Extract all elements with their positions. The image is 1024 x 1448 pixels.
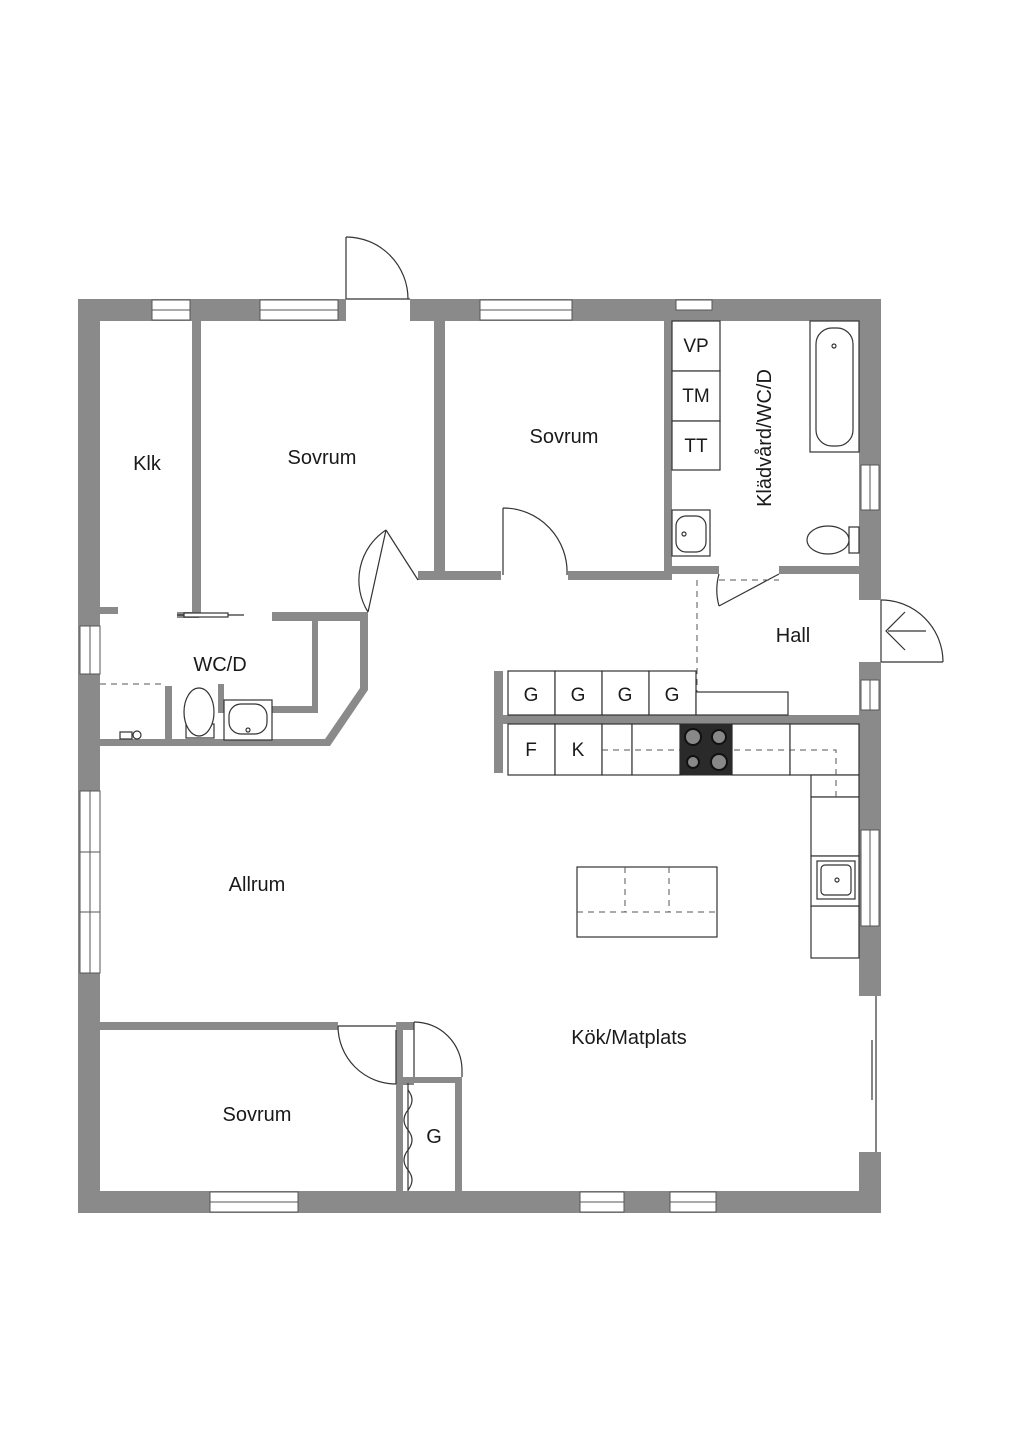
closet-rod <box>403 1083 414 1191</box>
laundry-appliances <box>671 320 721 471</box>
stove-icon <box>679 723 733 776</box>
door-kladvard <box>716 573 780 607</box>
sliding-door-kitchen-right <box>871 996 877 1152</box>
sink-icon <box>671 509 711 557</box>
door-entrance <box>880 599 944 663</box>
kitchen-island <box>576 866 718 938</box>
window-top-kladvard <box>675 299 713 311</box>
window-top-klk <box>151 299 191 321</box>
room-label-kok-matplats: Kök/Matplats <box>571 1027 687 1049</box>
door-top-exterior <box>345 236 410 300</box>
room-label-wc-d: WC/D <box>193 654 246 676</box>
label-vp: VP <box>683 336 708 357</box>
kitchen-upper-cabinets <box>507 670 789 716</box>
room-labels: Klk Sovrum Sovrum Klädvård/WC/D WC/D Hal… <box>133 369 810 1148</box>
window-right-hall <box>860 679 880 711</box>
toilet-icon <box>806 525 860 555</box>
room-label-klk: Klk <box>133 453 162 475</box>
window-right-kitchen <box>860 829 880 927</box>
door-sovrum-1 <box>358 529 419 613</box>
label-tm: TM <box>682 386 709 407</box>
window-bottom-kitchen-2 <box>669 1191 717 1213</box>
window-bottom-sovrum-3 <box>209 1191 299 1213</box>
kitchen-labels: G G G G F K <box>524 685 680 761</box>
room-label-kladvard: Klädvård/WC/D <box>754 369 776 507</box>
window-top-sovrum-1 <box>259 299 339 321</box>
room-label-sovrum-2: Sovrum <box>530 426 599 448</box>
shower-icon <box>119 730 142 740</box>
door-sovrum-3 <box>337 1025 397 1085</box>
window-top-sovrum-2 <box>479 299 573 321</box>
window-bottom-kitchen-1 <box>579 1191 625 1213</box>
room-label-sovrum-3: Sovrum <box>223 1104 292 1126</box>
window-left-wc <box>79 625 101 675</box>
room-label-hall: Hall <box>776 625 810 647</box>
window-left-allrum <box>79 790 101 974</box>
label-g-3: G <box>618 685 633 706</box>
toilet-wc-icon <box>183 687 215 739</box>
label-g-4: G <box>665 685 680 706</box>
kitchen-lower-cabinets <box>507 723 860 959</box>
doors <box>177 236 944 1152</box>
label-tt: TT <box>684 436 708 457</box>
label-g-2: G <box>571 685 586 706</box>
appliance-labels: VP TM TT <box>682 336 709 457</box>
label-k: K <box>572 740 585 761</box>
label-f: F <box>525 740 537 761</box>
room-label-garderob: G <box>426 1126 442 1148</box>
label-g-1: G <box>524 685 539 706</box>
room-label-sovrum-1: Sovrum <box>288 447 357 469</box>
bathtub-icon <box>809 320 860 453</box>
door-garderob <box>413 1021 463 1077</box>
windows <box>79 299 880 1213</box>
sink-wc-icon <box>223 699 273 741</box>
kitchen-sink-icon <box>810 855 860 907</box>
hall-dashed <box>696 579 779 692</box>
window-right-kladvard <box>860 464 880 511</box>
room-label-allrum: Allrum <box>229 874 286 896</box>
door-sovrum-2 <box>502 507 568 576</box>
door-klk-sliding <box>177 612 244 618</box>
interior-walls <box>100 321 860 1192</box>
